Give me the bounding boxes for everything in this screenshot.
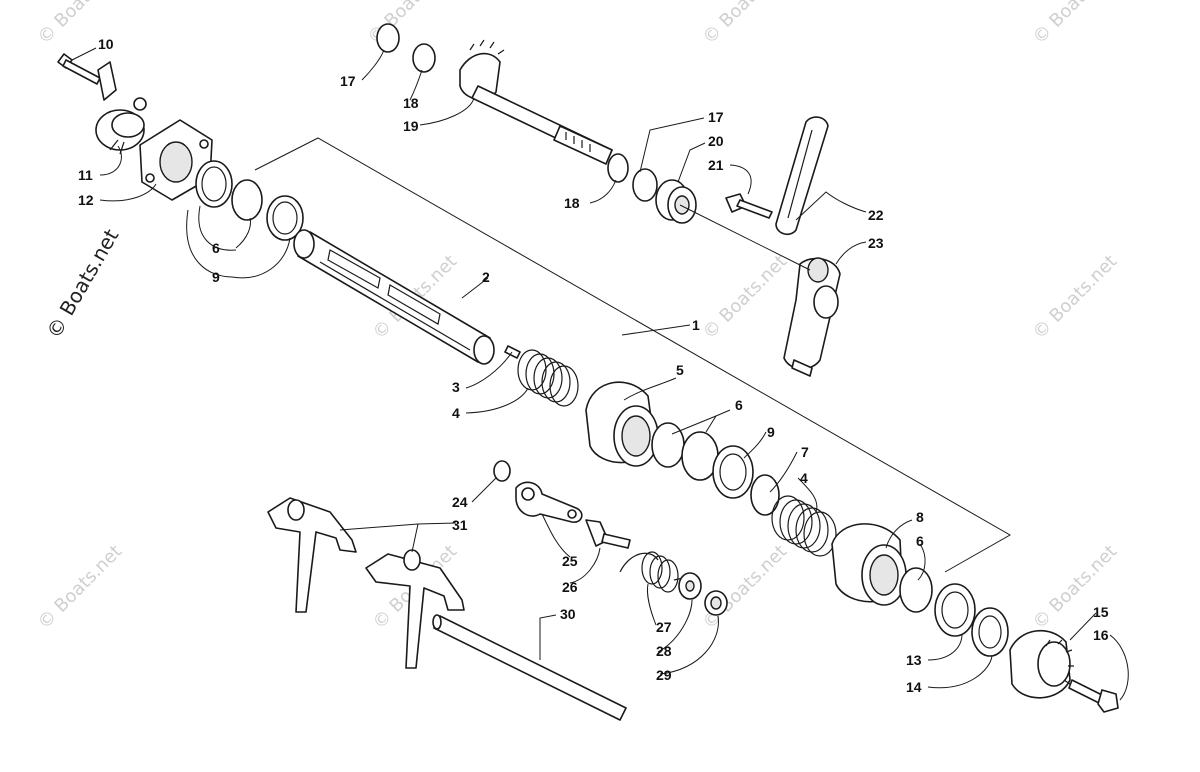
callout-26: 26: [562, 579, 578, 595]
callout-29: 29: [656, 667, 672, 683]
callout-20: 20: [708, 133, 724, 149]
washer-part: [632, 168, 658, 202]
callout-3: 3: [452, 379, 460, 395]
callout-13: 13: [906, 652, 922, 668]
star-gear-part: [1009, 629, 1074, 699]
callout-17-left: 17: [340, 73, 356, 89]
watermark-tile: © Boats.net: [699, 0, 791, 49]
shift-sensor-part: [95, 61, 147, 155]
washer-part: [493, 460, 511, 482]
washer-part: [934, 583, 976, 637]
callout-6-left: 6: [212, 240, 220, 256]
watermark-tile: © Boats.net: [34, 541, 126, 633]
callout-15: 15: [1093, 604, 1109, 620]
leader-lines: [71, 47, 1129, 701]
shift-arm-part: [775, 116, 829, 236]
watermark-tile: © Boats.net: [1029, 251, 1121, 343]
callout-11: 11: [78, 167, 93, 183]
snap-ring-part: [412, 43, 436, 73]
shift-fork-part: [267, 497, 357, 613]
callout-9-left: 9: [212, 269, 220, 285]
callout-21: 21: [708, 157, 724, 173]
bolt-part: [1068, 679, 1119, 713]
snap-ring-part: [651, 422, 685, 468]
snap-ring-part: [607, 153, 629, 183]
callout-19: 19: [403, 118, 419, 134]
bearing-part: [655, 179, 697, 224]
shift-drum-part: [293, 229, 521, 365]
watermark-tile: © Boats.net: [699, 251, 791, 343]
shaft-gear-part: [459, 39, 613, 165]
callout-18-right: 18: [564, 195, 580, 211]
stopper-bolt-part: [585, 519, 631, 549]
bolt-part: [725, 193, 773, 219]
bolt-part: [57, 53, 101, 85]
spring-part: [771, 495, 837, 557]
callout-4-lower: 4: [800, 470, 808, 486]
watermark-tiles: © Boats.net © Boats.net © Boats.net © Bo…: [34, 0, 1121, 634]
shift-fork-part: [365, 549, 465, 669]
callout-1: 1: [692, 317, 700, 333]
callout-23: 23: [868, 235, 884, 251]
watermark-main: © Boats.net: [42, 225, 124, 343]
callout-24: 24: [452, 494, 468, 510]
callout-10: 10: [98, 36, 114, 52]
cam-part: [585, 381, 659, 467]
washer-part: [971, 607, 1009, 657]
callout-27: 27: [656, 619, 672, 635]
callout-8: 8: [916, 509, 924, 525]
callout-6-right: 6: [916, 533, 924, 549]
washer-part: [712, 445, 754, 499]
callout-30: 30: [560, 606, 576, 622]
callout-28: 28: [656, 643, 672, 659]
callout-31: 31: [452, 517, 468, 533]
snap-ring-part: [899, 567, 933, 613]
callout-12: 12: [78, 192, 94, 208]
nut-part: [704, 590, 728, 616]
callout-6-middle: 6: [735, 397, 743, 413]
snap-ring-part: [231, 179, 263, 221]
callout-5: 5: [676, 362, 684, 378]
assembly-outline: [254, 137, 1012, 573]
callout-2: 2: [482, 269, 490, 285]
stopper-arm-part: [515, 481, 583, 523]
shift-lever-part: [783, 257, 841, 377]
spring-part: [517, 349, 579, 407]
callout-22: 22: [868, 207, 884, 223]
fork-shaft-part: [433, 615, 627, 721]
callout-7: 7: [801, 444, 809, 460]
snap-ring-part: [750, 474, 780, 516]
callout-16: 16: [1093, 627, 1109, 643]
callout-14: 14: [906, 679, 922, 695]
callout-18-left: 18: [403, 95, 419, 111]
cam-part: [831, 523, 907, 606]
callout-17-right: 17: [708, 109, 724, 125]
callout-4-upper: 4: [452, 405, 460, 421]
callout-labels: 1 2 3 4 4 5 6 6 6 7 8 9 9 10 11 12 13 14…: [78, 36, 1109, 695]
washer-part: [376, 23, 400, 53]
callout-9-middle: 9: [767, 424, 775, 440]
watermark-tile: © Boats.net: [1029, 0, 1121, 49]
watermark-tile: © Boats.net: [699, 541, 791, 633]
callout-25: 25: [562, 553, 578, 569]
